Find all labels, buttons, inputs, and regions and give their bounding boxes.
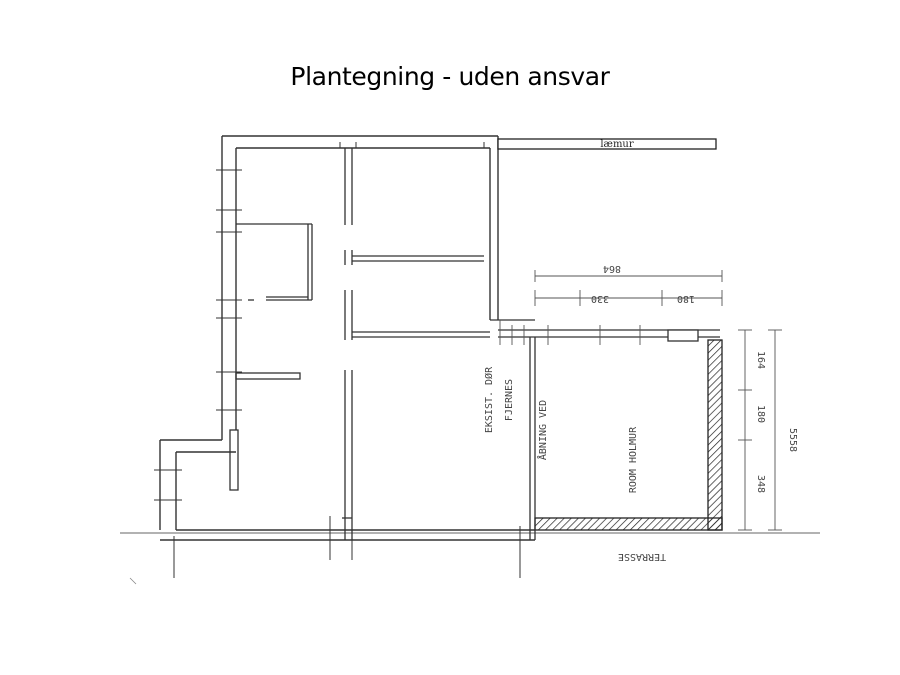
side-dimension-2: 180 bbox=[755, 405, 766, 423]
annotations: 864 330 180 164 180 348 5558 EKSIST. DØR… bbox=[483, 263, 798, 562]
entry-note-2: FJERNES bbox=[504, 379, 515, 421]
dimension-b: 180 bbox=[677, 293, 695, 304]
total-dimension: 5558 bbox=[787, 428, 798, 452]
side-dimension-3: 348 bbox=[755, 475, 766, 493]
laemur-wall: læmur bbox=[497, 138, 717, 150]
outer-walls bbox=[120, 135, 820, 541]
extension bbox=[490, 319, 723, 540]
laemur-label: læmur bbox=[600, 139, 634, 150]
side-dimension: 164 bbox=[755, 351, 766, 369]
wall-ticks bbox=[154, 142, 521, 578]
dimension-lines bbox=[499, 270, 782, 531]
top-dimension: 864 bbox=[603, 263, 621, 274]
bottom-note: TERRASSE bbox=[618, 551, 666, 562]
entry-note: EKSIST. DØR bbox=[483, 366, 495, 433]
room-label: ROOM HOLMUR bbox=[628, 426, 639, 493]
page-title: Plantegning - uden ansvar bbox=[290, 62, 610, 91]
dimension-a: 330 bbox=[591, 293, 609, 304]
interior-walls bbox=[229, 148, 490, 540]
opening-note: ÅBNING VED bbox=[536, 400, 549, 460]
corner-tick bbox=[129, 577, 137, 585]
